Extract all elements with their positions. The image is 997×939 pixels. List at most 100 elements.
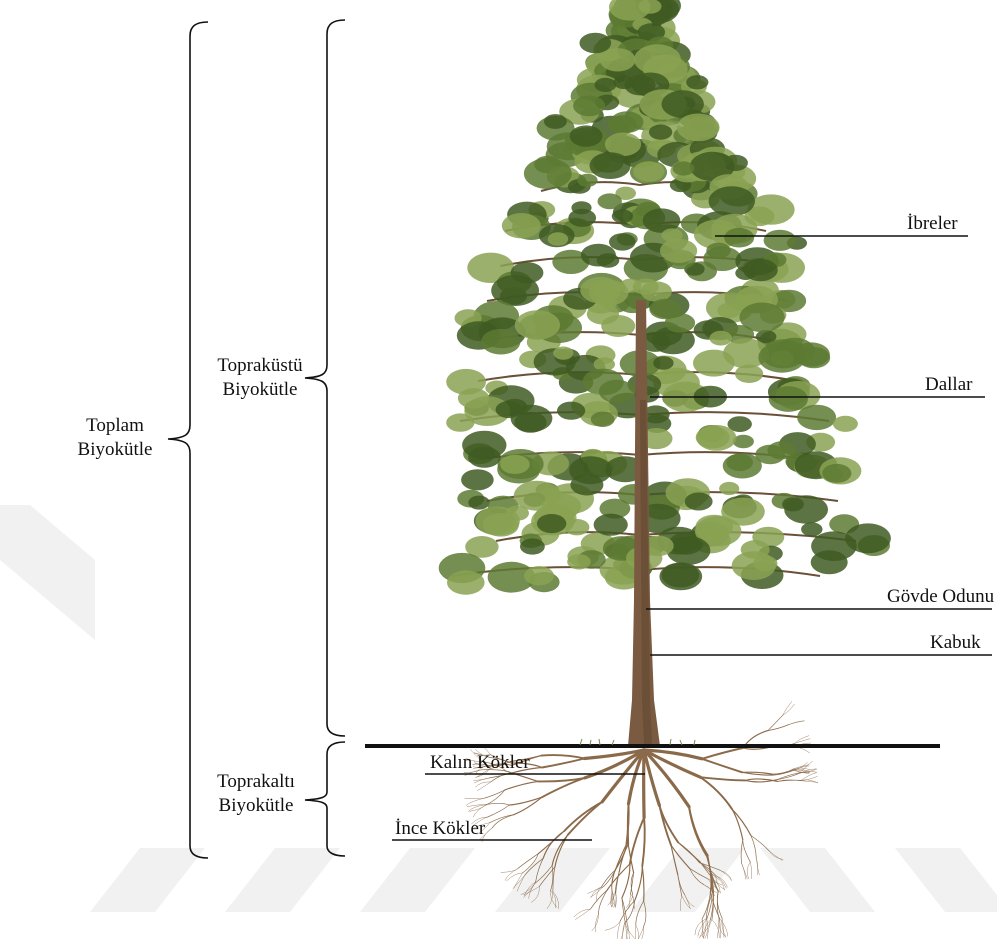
needle-cluster bbox=[620, 279, 642, 293]
root bbox=[702, 759, 742, 773]
needle-cluster bbox=[693, 350, 735, 377]
root bbox=[505, 781, 538, 789]
needle-cluster bbox=[695, 515, 733, 539]
needle-cluster bbox=[723, 453, 762, 478]
root bbox=[501, 868, 518, 872]
needle-cluster bbox=[462, 431, 506, 460]
root bbox=[492, 815, 513, 828]
label-total-biomass: Toplam Biyokütle bbox=[60, 414, 170, 462]
needle-cluster bbox=[515, 310, 560, 339]
needle-cluster bbox=[524, 158, 572, 189]
needle-cluster bbox=[595, 78, 617, 92]
needle-cluster bbox=[677, 114, 720, 142]
needle-cluster bbox=[548, 232, 569, 245]
needle-cluster bbox=[590, 152, 631, 179]
needle-cluster bbox=[614, 75, 635, 89]
root bbox=[468, 805, 484, 812]
label-total-line1: Toplam bbox=[60, 414, 170, 438]
root bbox=[477, 782, 491, 791]
needle-cluster bbox=[446, 413, 474, 431]
label-stem-wood: Gövde Odunu bbox=[887, 585, 994, 609]
root bbox=[476, 782, 491, 787]
label-above-line2: Biyokütle bbox=[200, 378, 320, 402]
needle-cluster bbox=[598, 193, 622, 209]
needle-cluster bbox=[570, 474, 603, 495]
needle-cluster bbox=[686, 75, 708, 89]
needle-cluster bbox=[758, 342, 805, 373]
needle-cluster bbox=[673, 161, 695, 175]
root bbox=[473, 805, 486, 817]
needle-cluster bbox=[709, 186, 755, 216]
needle-cluster bbox=[502, 213, 541, 238]
needle-cluster bbox=[581, 244, 616, 267]
needle-cluster bbox=[660, 239, 697, 263]
needle-cluster bbox=[557, 402, 585, 420]
needle-cluster bbox=[797, 405, 836, 430]
label-above-line1: Topraküstü bbox=[200, 354, 320, 378]
root bbox=[702, 748, 743, 759]
needle-cluster bbox=[591, 412, 615, 427]
root bbox=[712, 920, 719, 938]
label-belowground-biomass: Toprakaltı Biyokütle bbox=[200, 770, 312, 818]
needle-cluster bbox=[599, 380, 635, 403]
root bbox=[605, 921, 620, 931]
root bbox=[732, 809, 743, 840]
needle-cluster bbox=[659, 563, 702, 591]
needle-cluster bbox=[633, 161, 664, 181]
root bbox=[642, 818, 644, 867]
needle-cluster bbox=[580, 277, 621, 304]
label-needles: İbreler bbox=[907, 212, 958, 236]
needle-cluster bbox=[610, 111, 643, 133]
needle-cluster bbox=[567, 554, 591, 569]
root bbox=[488, 805, 509, 817]
root bbox=[466, 799, 482, 806]
needle-cluster bbox=[833, 416, 858, 432]
root bbox=[591, 888, 603, 898]
needle-cluster bbox=[641, 281, 672, 301]
label-total-line2: Biyokütle bbox=[60, 438, 170, 462]
needle-cluster bbox=[709, 331, 732, 346]
needle-cluster bbox=[587, 304, 619, 325]
needle-cluster bbox=[634, 44, 681, 74]
needle-cluster bbox=[594, 514, 628, 536]
needle-cluster bbox=[524, 566, 554, 585]
root bbox=[564, 802, 602, 831]
needle-cluster bbox=[769, 386, 808, 412]
root bbox=[568, 802, 603, 835]
needle-cluster bbox=[447, 570, 485, 594]
root bbox=[588, 887, 602, 894]
tree-crown bbox=[439, 0, 891, 595]
needle-cluster bbox=[568, 209, 596, 227]
needle-cluster bbox=[703, 246, 741, 271]
root bbox=[467, 805, 485, 807]
needle-cluster bbox=[697, 425, 737, 451]
needle-cluster bbox=[743, 259, 778, 281]
needle-cluster bbox=[612, 209, 633, 223]
needle-cluster bbox=[475, 507, 520, 536]
root bbox=[636, 925, 639, 939]
root bbox=[750, 862, 751, 879]
needle-cluster bbox=[520, 538, 545, 554]
root bbox=[590, 890, 607, 909]
needle-cluster bbox=[739, 303, 784, 333]
needle-cluster bbox=[553, 347, 573, 360]
needle-cluster bbox=[609, 233, 636, 250]
needle-cluster bbox=[649, 125, 672, 140]
root bbox=[630, 818, 644, 864]
root bbox=[743, 840, 751, 862]
needle-cluster bbox=[544, 114, 567, 129]
root bbox=[513, 797, 542, 815]
label-fine-roots: İnce Kökler bbox=[395, 817, 485, 841]
root bbox=[574, 909, 590, 917]
label-branches: Dallar bbox=[925, 373, 972, 397]
needle-cluster bbox=[573, 96, 605, 117]
needle-cluster bbox=[461, 469, 494, 490]
needle-cluster bbox=[719, 482, 739, 495]
root bbox=[783, 702, 792, 715]
root bbox=[768, 715, 783, 731]
needle-cluster bbox=[782, 497, 804, 511]
needle-cluster bbox=[481, 329, 520, 355]
needle-cluster bbox=[717, 303, 741, 318]
